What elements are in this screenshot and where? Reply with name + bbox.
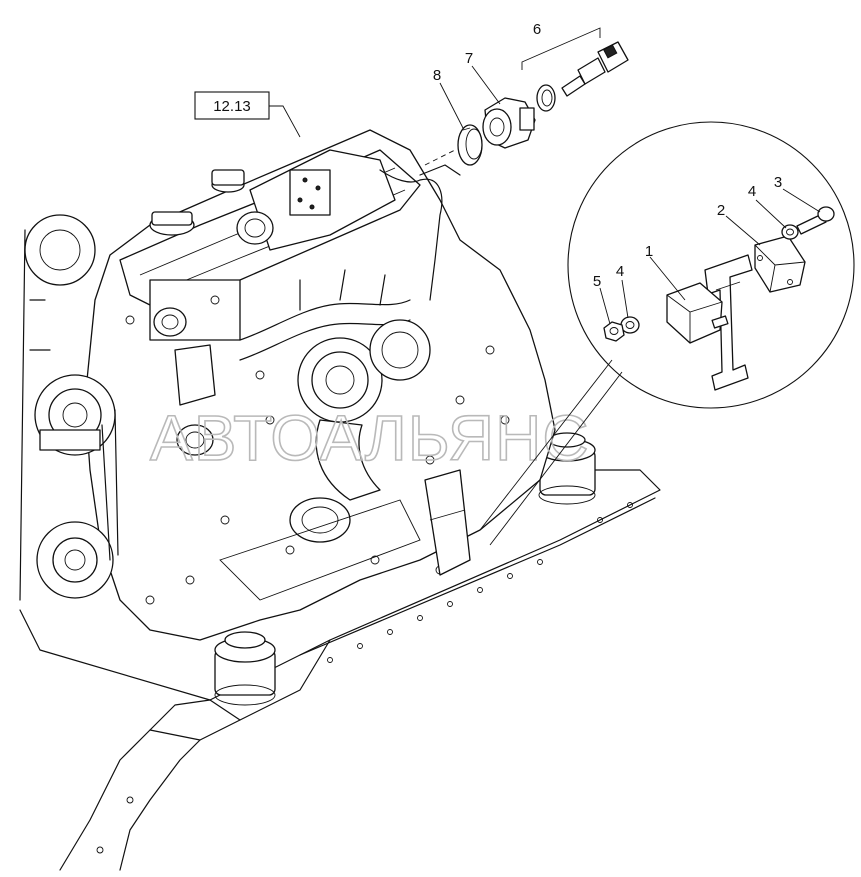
callout-4-lower: 4 <box>616 263 624 280</box>
sensor-assembly <box>424 27 629 166</box>
washer-part-6 <box>536 84 556 112</box>
callout-1: 1 <box>645 243 653 260</box>
callout-2: 2 <box>717 202 725 219</box>
snap-ring-part-8 <box>457 124 483 166</box>
front-pulleys <box>19 214 119 601</box>
reference-box: 12.13 <box>194 91 301 138</box>
washer-part-4-upper <box>781 224 799 240</box>
callout-4-upper: 4 <box>748 183 756 200</box>
callout-7: 7 <box>465 50 473 67</box>
callout-6: 6 <box>533 21 541 38</box>
chassis-frame <box>19 469 661 871</box>
engine-block <box>84 129 556 641</box>
detail-view <box>479 121 855 546</box>
callout-8: 8 <box>433 67 441 84</box>
watermark-text: АВТОАЛЬЯНС <box>150 402 590 474</box>
adapter-nut-part-7 <box>482 97 536 149</box>
callout-labels: 1 2 3 4 4 5 6 7 8 <box>433 21 782 290</box>
nut-part-5 <box>603 321 625 342</box>
relay-base-part-2 <box>754 235 806 293</box>
bolt-part-3 <box>796 206 835 235</box>
temperature-sender-part-6 <box>561 41 629 97</box>
callout-3: 3 <box>774 174 782 191</box>
relay-bracket <box>704 254 753 391</box>
engine-mount-right <box>538 432 596 505</box>
relay-part-1 <box>666 282 729 344</box>
turbocharger <box>297 319 431 501</box>
reference-box-label: 12.13 <box>213 98 251 115</box>
callout-5: 5 <box>593 273 601 290</box>
engine-mount-left <box>214 631 276 706</box>
